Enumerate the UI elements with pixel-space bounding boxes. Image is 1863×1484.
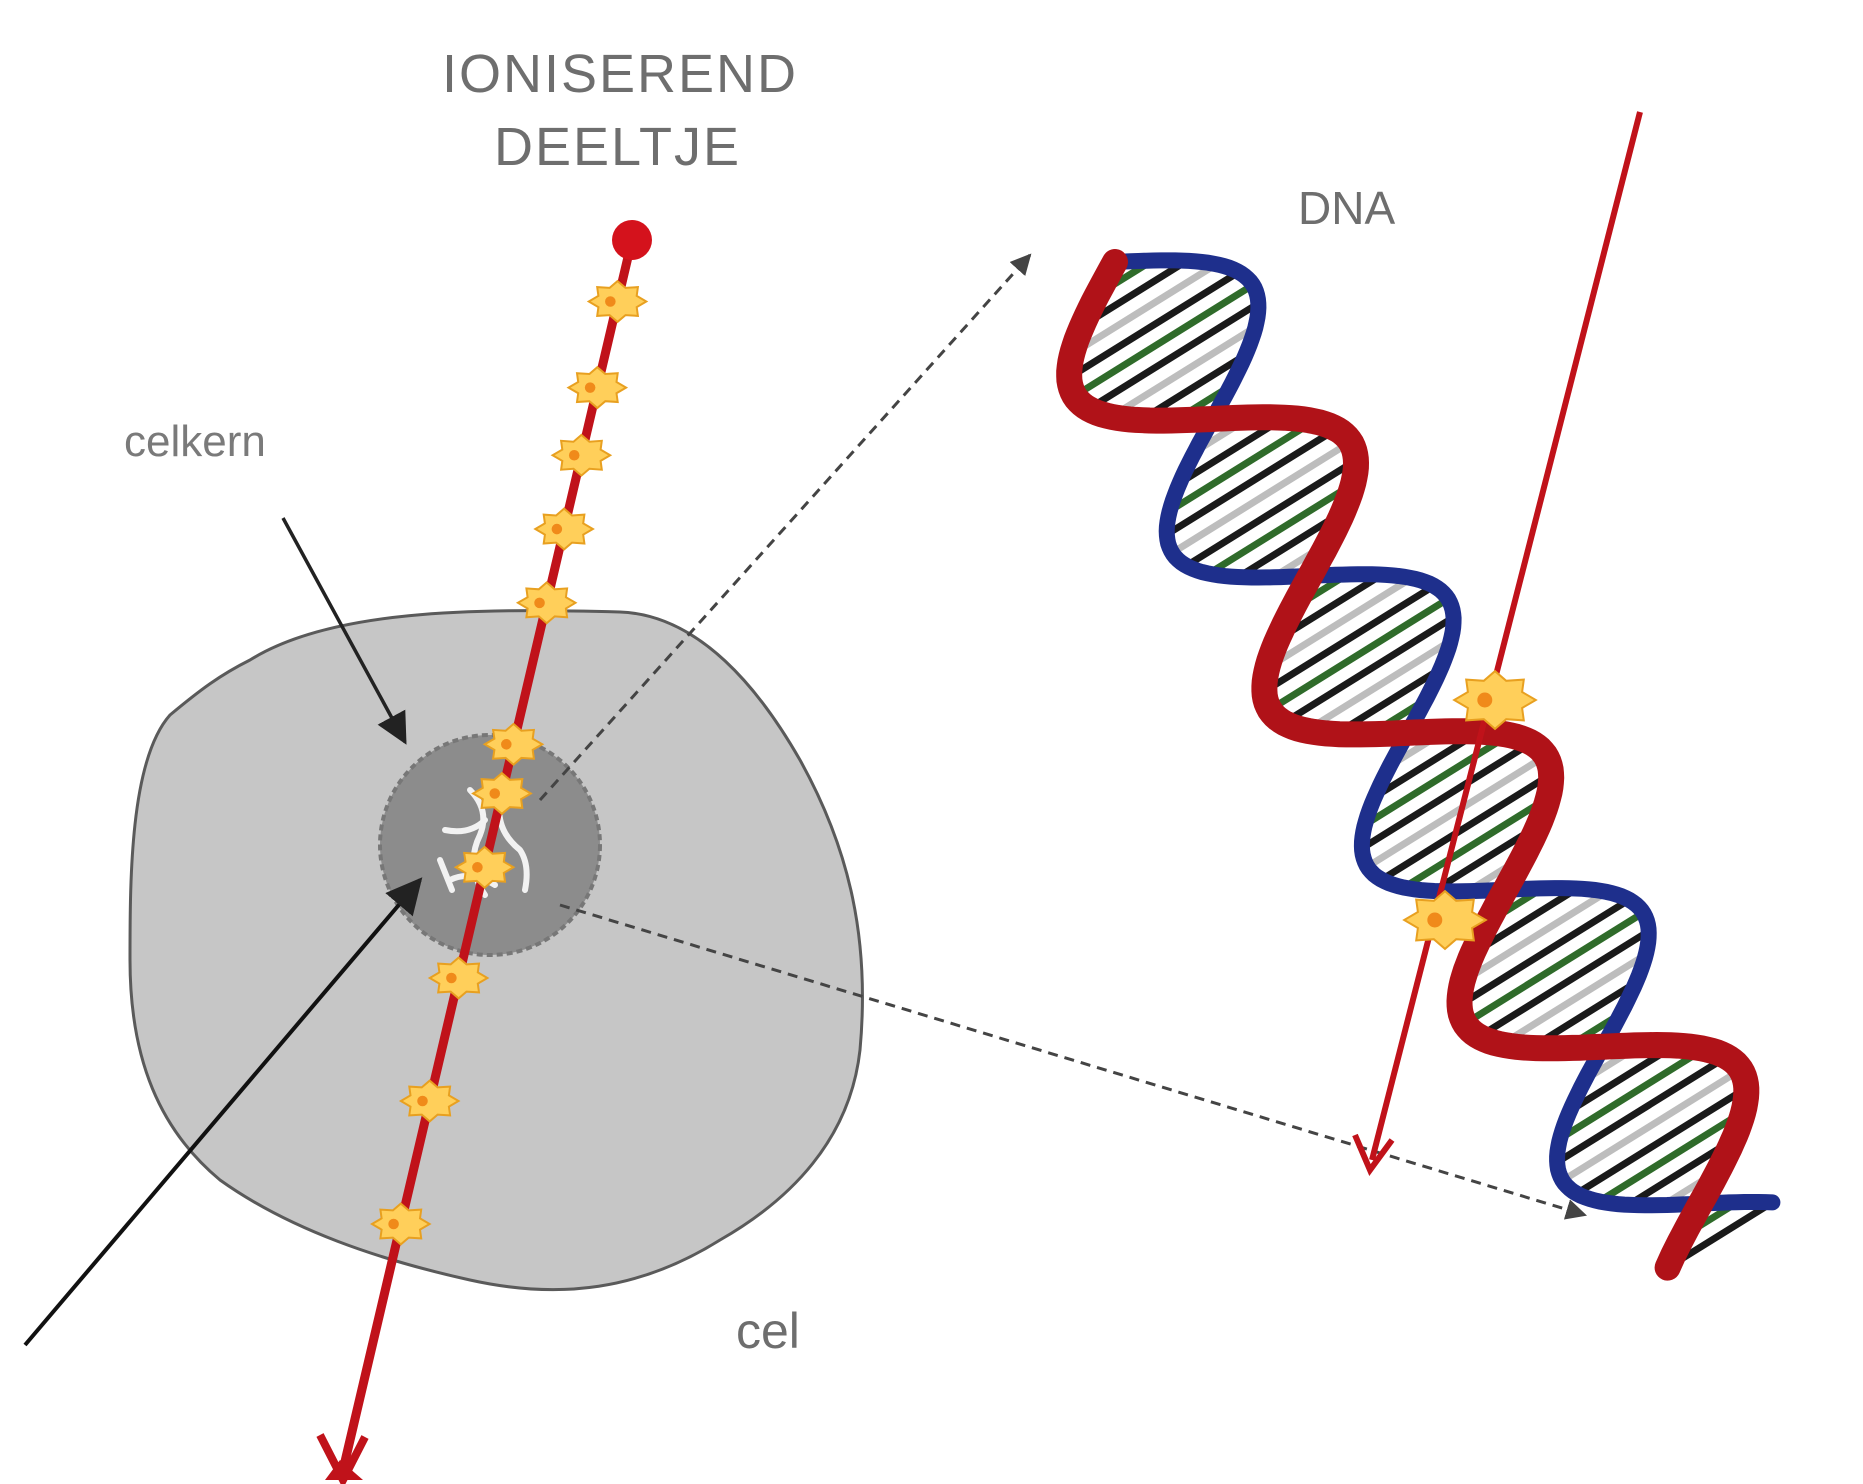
label-dna: DNA	[1298, 182, 1395, 234]
ionization-burst-icon	[553, 435, 611, 476]
dna-strand-red	[1069, 262, 1746, 1268]
ionization-burst-icon	[589, 281, 647, 322]
ionization-burst-icon	[456, 847, 514, 888]
ionization-burst-icon	[401, 1081, 459, 1122]
ionization-burst-icon	[569, 367, 627, 408]
ionization-burst-icon	[372, 1204, 430, 1245]
ionization-burst-icon	[485, 724, 543, 765]
label-cell: cel	[736, 1303, 800, 1359]
dna-double-helix	[1069, 260, 1772, 1267]
ionization-burst-icon	[430, 958, 488, 999]
ionization-burst-icon	[518, 582, 576, 623]
ionization-burst-icon	[473, 773, 531, 814]
label-nucleus: celkern	[124, 417, 266, 466]
ionization-burst-icon	[1454, 671, 1536, 729]
label-ionizing-particle-line1: IONISEREND	[442, 44, 798, 104]
ionization-burst-icon	[535, 509, 593, 550]
label-ionizing-particle-line2: DEELTJE	[494, 117, 741, 177]
ionizing-particle-icon	[612, 220, 652, 260]
ionization-burst-icon	[1404, 891, 1486, 949]
